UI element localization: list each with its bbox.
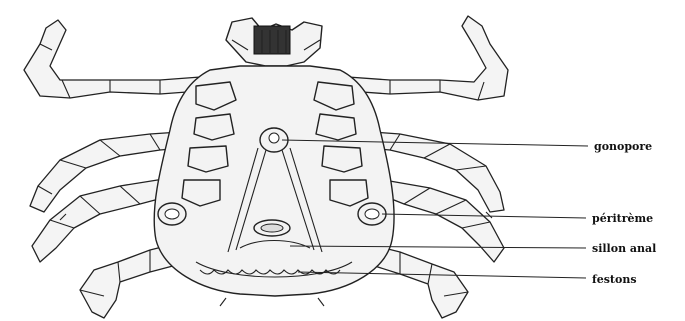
capitulum — [226, 18, 322, 66]
peritreme-right — [358, 203, 386, 225]
label-sillon-anal: sillon anal — [592, 242, 656, 255]
labels: gonopore péritrème sillon anal festons — [592, 140, 656, 286]
peritreme-left — [158, 203, 186, 225]
label-gonopore: gonopore — [594, 140, 652, 153]
label-festons: festons — [592, 273, 637, 286]
label-peritreme: péritrème — [592, 212, 653, 225]
leg-1-left — [24, 20, 214, 98]
